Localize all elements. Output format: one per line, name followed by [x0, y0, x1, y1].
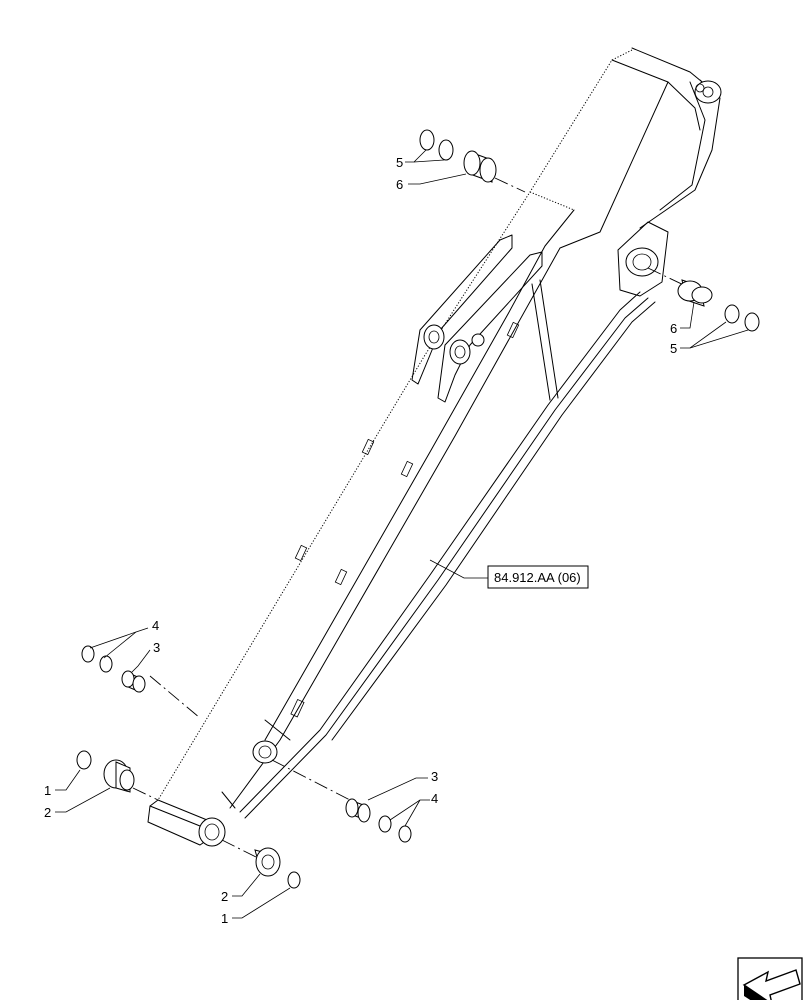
reference-box-label: 84.912.AA (06) [494, 570, 581, 585]
callout-3-right: 3 [431, 769, 438, 784]
seal-ring-1-left [76, 750, 92, 770]
bushing-6-top [463, 150, 497, 183]
callout-2-left: 2 [44, 805, 51, 820]
callout-6-top: 6 [396, 177, 403, 192]
reference-box[interactable]: 84.912.AA (06) [487, 565, 589, 589]
seal-rings-4-right [378, 815, 412, 843]
callout-1-bottom: 1 [221, 911, 228, 926]
callout-5-top: 5 [396, 155, 403, 170]
seal-rings-5-top [419, 129, 454, 161]
seal-rings-5-right [724, 304, 760, 332]
arrow-navigation-icon[interactable] [737, 957, 803, 1000]
bushing-6-right [677, 279, 713, 307]
callout-6-right: 6 [670, 321, 677, 336]
bushing-3-right [345, 798, 371, 823]
leader-lines [55, 149, 749, 919]
boom-arm [147, 47, 722, 847]
callout-2-bottom: 2 [221, 889, 228, 904]
flanged-bushing-2-bottom [254, 847, 281, 877]
callout-4-left: 4 [152, 618, 159, 633]
callout-1-left: 1 [44, 783, 51, 798]
flanged-bushing-2-left [103, 759, 135, 793]
callout-4-right: 4 [431, 791, 438, 806]
seal-rings-4-left [81, 645, 113, 673]
seal-ring-1-bottom [287, 871, 301, 889]
callout-3-left: 3 [153, 640, 160, 655]
callout-5-right: 5 [670, 341, 677, 356]
bushing-3-left [121, 670, 146, 693]
